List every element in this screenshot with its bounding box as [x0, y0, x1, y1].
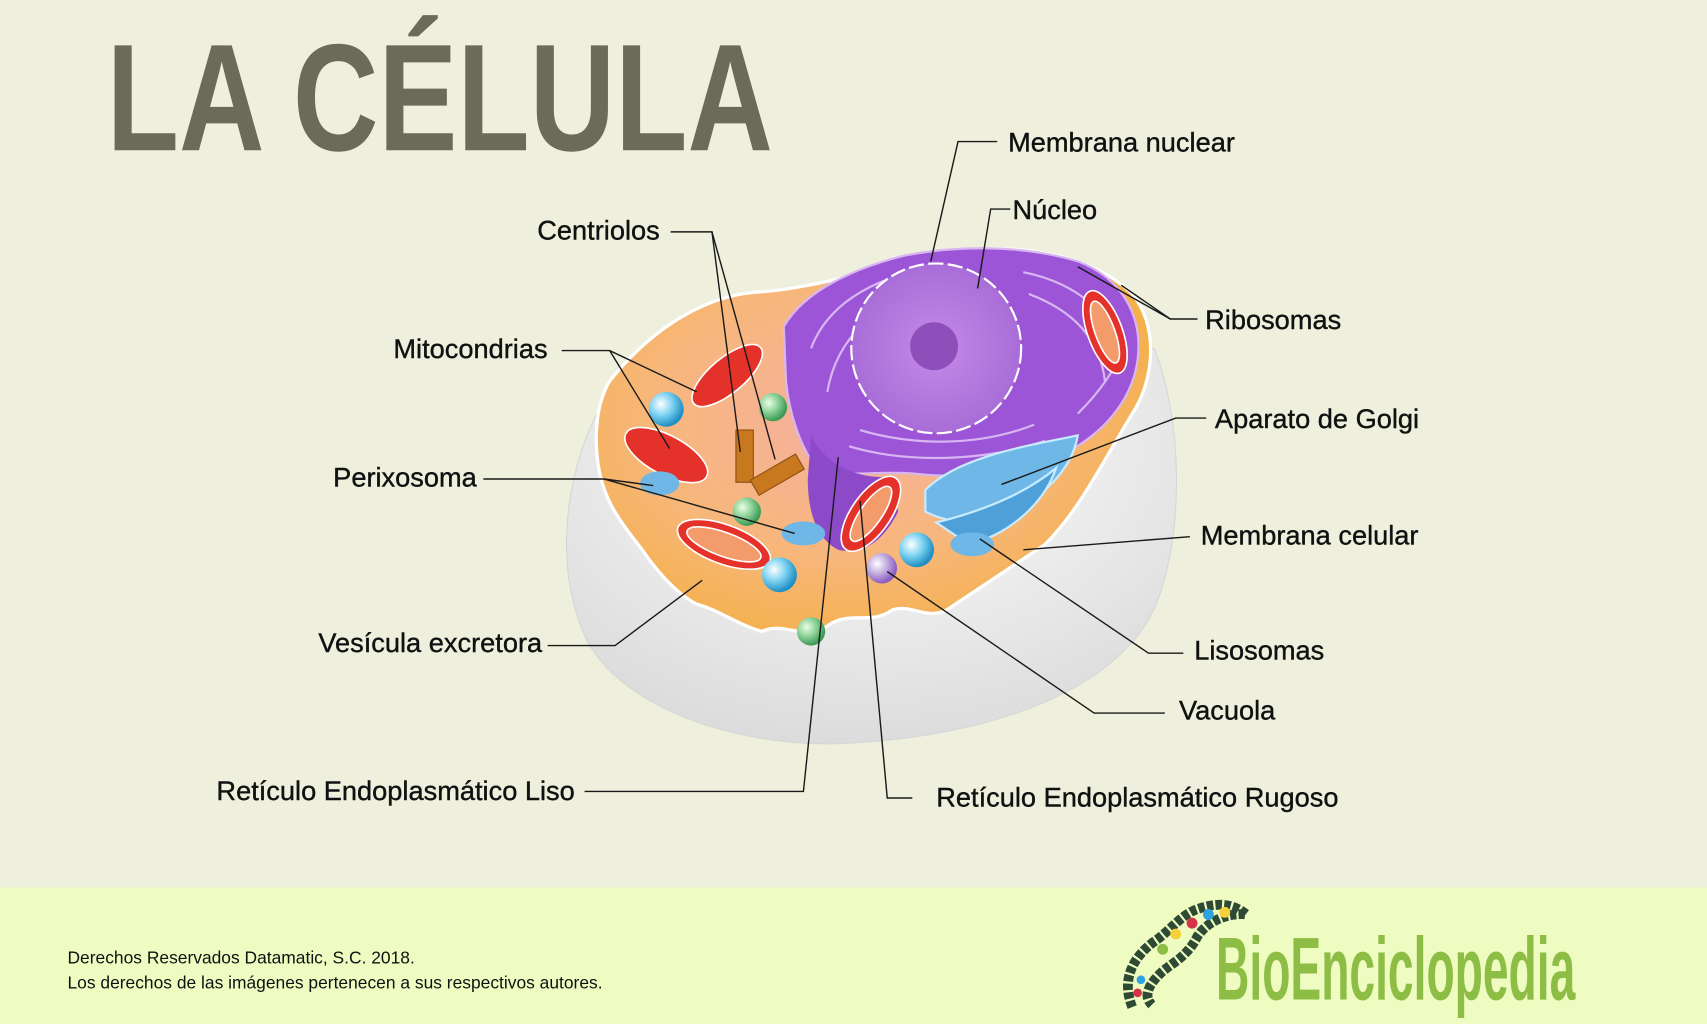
label-nucleo: Núcleo [1012, 194, 1097, 225]
cell-illustration [566, 247, 1178, 745]
golgi [924, 434, 1080, 546]
leader-lines [483, 140, 1207, 799]
label-mitocondrias: Mitocondrias [393, 333, 547, 364]
mitochondria [624, 289, 1128, 571]
label-perixosoma: Perixosoma [333, 462, 477, 493]
page-title: LA CÉLULA [107, 13, 773, 183]
copyright-text: Derechos Reservados Datamatic, S.C. 2018… [67, 947, 414, 967]
centrioles [735, 429, 806, 497]
footer: Derechos Reservados Datamatic, S.C. 2018… [0, 887, 1707, 1024]
label-vesicula-excretora: Vesícula excretora [318, 627, 543, 658]
image-rights-text: Los derechos de las imágenes pertenecen … [67, 973, 602, 993]
label-membrana-nuclear: Membrana nuclear [1008, 126, 1235, 157]
label-centriolos: Centriolos [537, 215, 659, 246]
logo-text: BioEnciclopedia [1216, 918, 1576, 1018]
label-re-rugoso: Retículo Endoplasmático Rugoso [936, 782, 1338, 813]
lizard-logo-icon [1123, 899, 1264, 1009]
label-ribosomas: Ribosomas [1205, 304, 1341, 335]
nucleolus [910, 322, 959, 371]
vesicles [640, 391, 994, 646]
label-re-liso: Retículo Endoplasmático Liso [216, 775, 574, 806]
label-vacuola: Vacuola [1179, 695, 1276, 726]
label-lisosomas: Lisosomas [1194, 635, 1324, 666]
label-membrana-celular: Membrana celular [1201, 519, 1419, 550]
labels: Membrana nuclear Núcleo Centriolos Ribos… [216, 126, 1419, 813]
label-aparato-golgi: Aparato de Golgi [1215, 403, 1419, 434]
